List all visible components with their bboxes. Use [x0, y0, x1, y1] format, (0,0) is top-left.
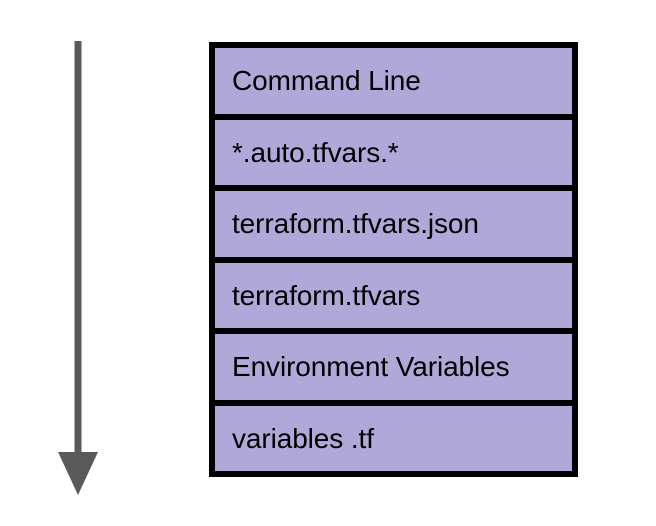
precedence-row-terraform-tfvars-json: terraform.tfvars.json [215, 191, 572, 263]
precedence-row-terraform-tfvars: terraform.tfvars [215, 262, 572, 334]
precedence-row-label: terraform.tfvars.json [232, 208, 479, 240]
precedence-row-label: *.auto.tfvars.* [232, 136, 399, 168]
precedence-row-label: terraform.tfvars [232, 279, 421, 311]
precedence-row-command-line: Command Line [215, 48, 572, 120]
precedence-row-environment-variables: Environment Variables [215, 334, 572, 406]
precedence-row-label: variables .tf [232, 422, 374, 454]
precedence-row-variables-tf: variables .tf [215, 405, 572, 471]
precedence-row-label: Command Line [232, 65, 421, 97]
precedence-row-auto-tfvars: *.auto.tfvars.* [215, 119, 572, 191]
variable-precedence-table: Command Line *.auto.tfvars.* terraform.t… [209, 42, 578, 477]
down-arrow-icon [58, 41, 98, 495]
precedence-row-label: Environment Variables [232, 351, 510, 383]
